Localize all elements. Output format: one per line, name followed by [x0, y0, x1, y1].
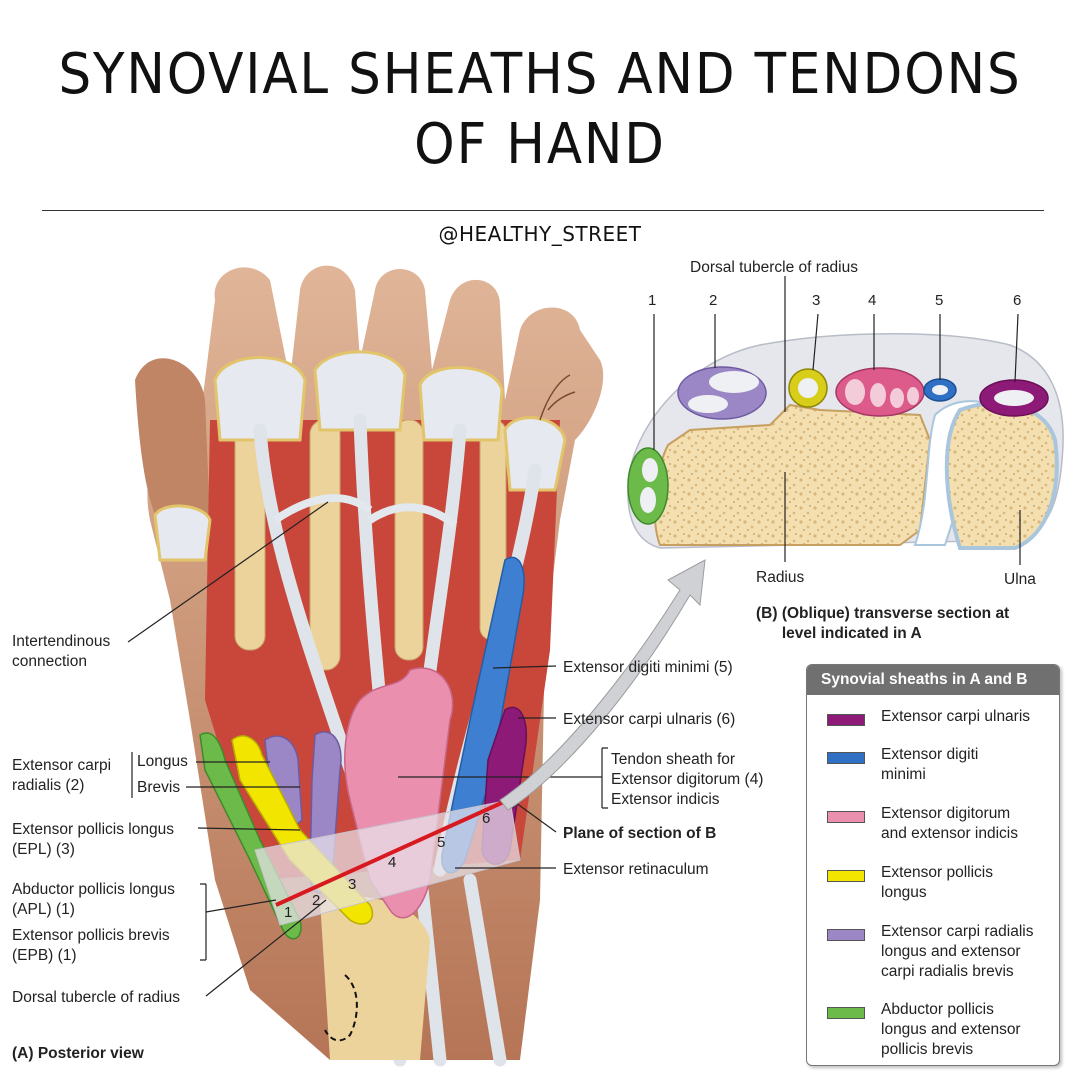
ulna-section	[944, 401, 1059, 550]
label-epl: Extensor pollicis longus (EPL) (3)	[12, 821, 174, 858]
intertendinous-band-2	[367, 503, 458, 529]
section-tendon-2a	[709, 371, 759, 393]
compartment-number-a-2: 2	[312, 892, 321, 909]
section-tendon-1b	[640, 487, 656, 513]
compartment-number-a-5: 5	[437, 834, 446, 851]
legend-swatch	[827, 752, 865, 764]
label-intertendinous-connection: Intertendinous connection	[12, 633, 111, 670]
author-handle: @HEALTHY_STREET	[438, 222, 642, 246]
compartment-number-b-4: 4	[868, 292, 877, 309]
label-longus: Longus	[137, 753, 188, 770]
label-radius: Radius	[756, 569, 805, 586]
legend-swatch	[827, 929, 865, 941]
label-extensor-carpi-ulnaris: Extensor carpi ulnaris (6)	[563, 711, 736, 728]
hand-posterior-view	[135, 265, 604, 1067]
section-tendon-4b	[870, 383, 886, 407]
legend-swatch	[827, 811, 865, 823]
thumb-cap	[153, 504, 212, 562]
compartment-number-b-6: 6	[1013, 292, 1022, 309]
label-extensor-carpi-radialis: Extensor carpi radialis (2)	[12, 757, 112, 794]
compartment-number-b-3: 3	[812, 292, 821, 309]
section-tendon-3	[798, 378, 818, 398]
legend-title: Synovial sheaths in A and B	[807, 665, 1059, 695]
label-dorsal-tubercle-b: Dorsal tubercle of radius	[690, 259, 858, 276]
metacarpal-bone-4	[394, 419, 424, 661]
panel-a-leader-lines	[127, 501, 608, 997]
legend-swatch	[827, 714, 865, 726]
section-tendon-1a	[642, 458, 658, 482]
compartment-number-a-3: 3	[348, 876, 357, 893]
radius-distal	[320, 896, 430, 1060]
compartment-number-a-6: 6	[482, 810, 491, 827]
section-compartment-1	[627, 447, 669, 525]
section-tendon-6	[994, 390, 1034, 406]
legend-swatch	[827, 1007, 865, 1019]
label-extensor-digiti-minimi: Extensor digiti minimi (5)	[563, 659, 733, 676]
panel-b-leader-lines	[653, 276, 1021, 565]
title-line-2: OF HAND	[414, 112, 666, 177]
legend-label: Extensor digiti minimi	[881, 746, 979, 783]
artist-signature	[539, 374, 576, 421]
section-tendon-5	[932, 385, 948, 395]
title-line-1: SYNOVIAL SHEATHS AND TENDONS	[58, 42, 1022, 107]
tendon-distal-3	[463, 873, 507, 1067]
legend-label: Extensor digitorum and extensor indicis	[881, 805, 1018, 842]
label-plane-of-section: Plane of section of B	[563, 825, 717, 842]
label-dorsal-tubercle-a: Dorsal tubercle of radius	[12, 989, 180, 1006]
label-ulna: Ulna	[1004, 571, 1036, 588]
title-divider	[42, 210, 1044, 211]
section-tendon-4a	[845, 379, 865, 405]
page-title: SYNOVIAL SHEATHS AND TENDONS OF HAND	[43, 40, 1037, 180]
section-tendon-4c	[890, 388, 904, 408]
knuckle-cap-ring	[418, 366, 504, 442]
knuckle-cap-little	[503, 416, 567, 492]
compartment-number-b-1: 1	[648, 292, 657, 309]
knuckle-cap-index	[213, 356, 307, 442]
intertendinous-band-1	[272, 494, 373, 524]
extensor-retinaculum	[254, 799, 521, 926]
caption-transverse-section: (B) (Oblique) transverse section at leve…	[756, 605, 1010, 642]
transverse-section	[627, 333, 1064, 550]
label-brevis: Brevis	[137, 779, 181, 796]
section-arrow	[499, 559, 706, 811]
compartment-number-b-5: 5	[935, 292, 944, 309]
knuckle-cap-middle	[313, 350, 407, 432]
plane-of-section-line	[275, 798, 509, 907]
compartment-number-a-4: 4	[388, 854, 397, 871]
legend: Synovial sheaths in A and B Extensor car…	[806, 664, 1060, 1066]
label-epb: Extensor pollicis brevis (EPB) (1)	[12, 927, 170, 964]
caption-posterior-view: (A) Posterior view	[12, 1045, 144, 1062]
compartment-number-b-2: 2	[709, 292, 718, 309]
compartment-number-a-1: 1	[284, 904, 293, 921]
section-tendon-4d	[907, 387, 919, 405]
dorsal-tubercle-outline	[324, 974, 358, 1042]
legend-label: Extensor pollicis longus	[881, 864, 993, 901]
thumb	[135, 358, 210, 540]
legend-label: Abductor pollicis longus and extensor po…	[881, 1001, 1021, 1058]
legend-swatch	[827, 870, 865, 882]
label-tendon-sheath: Tendon sheath for Extensor digitorum (4)…	[611, 751, 764, 808]
tendon-distal-2	[413, 863, 447, 1067]
section-tendon-2b	[688, 395, 728, 413]
legend-label: Extensor carpi radialis longus and exten…	[881, 923, 1034, 980]
legend-label: Extensor carpi ulnaris	[881, 708, 1031, 725]
label-apl: Abductor pollicis longus (APL) (1)	[12, 881, 175, 918]
metacarpal-bone-3	[309, 419, 341, 671]
label-extensor-retinaculum: Extensor retinaculum	[563, 861, 709, 878]
